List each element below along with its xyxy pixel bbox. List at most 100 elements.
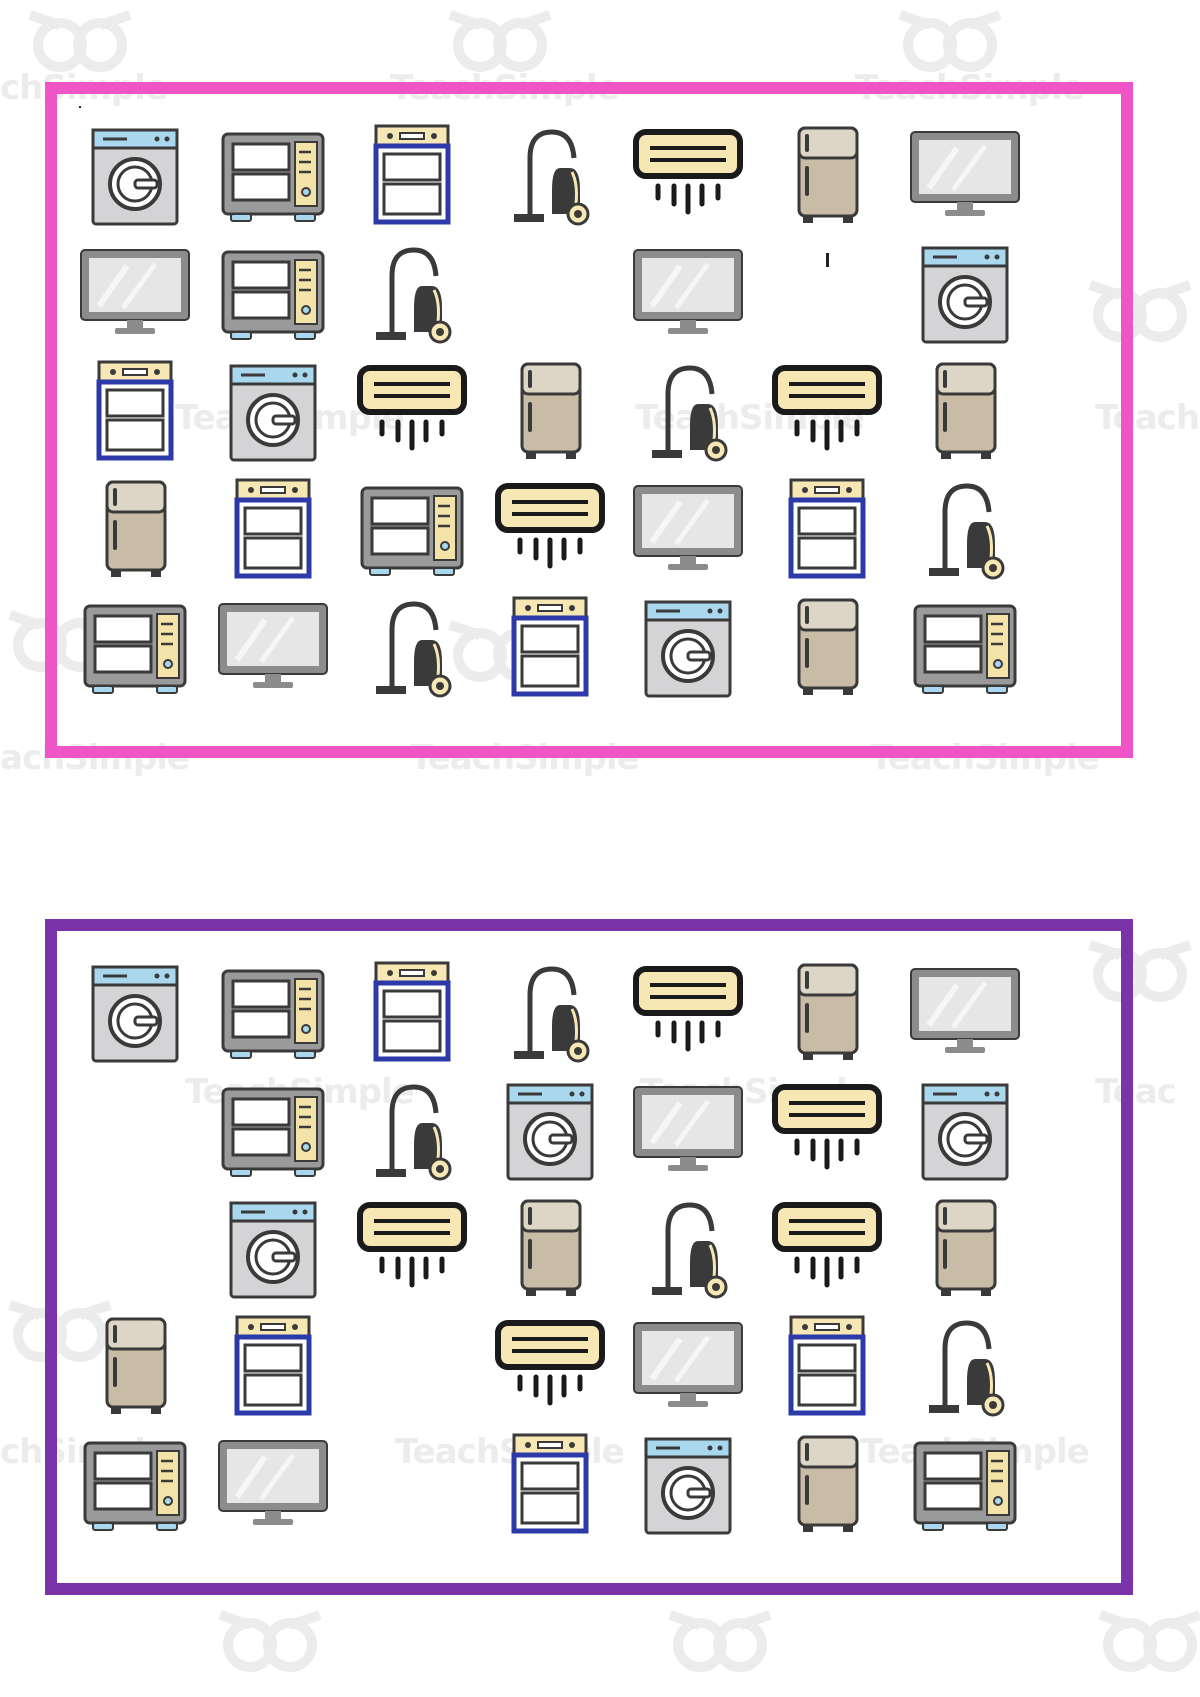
microwave-icon-graphic — [221, 969, 325, 1059]
microwave-icon — [75, 1427, 195, 1537]
television-icon — [905, 955, 1025, 1065]
refrigerator-icon-graphic — [105, 1317, 167, 1414]
washing-machine-icon — [905, 1073, 1025, 1183]
refrigerator-icon-graphic — [520, 1199, 582, 1296]
microwave-icon — [213, 1073, 333, 1183]
vacuum-cleaner-icon-graphic — [376, 601, 452, 698]
oven-icon — [767, 472, 887, 582]
air-conditioner-icon — [352, 1191, 472, 1301]
television-icon — [628, 236, 748, 346]
washing-machine-icon-graphic — [229, 1201, 317, 1299]
microwave-icon-graphic — [221, 1087, 325, 1177]
television-icon-graphic — [910, 968, 1020, 1053]
refrigerator-icon — [767, 1427, 887, 1537]
microwave-icon-graphic — [83, 1441, 187, 1531]
vacuum-cleaner-icon-graphic — [929, 1320, 1005, 1417]
owl-watermark-icon — [1098, 1610, 1200, 1672]
oven-icon-graphic — [788, 1315, 866, 1416]
television-icon-graphic — [633, 485, 743, 570]
vacuum-cleaner-icon — [352, 590, 472, 700]
television-icon — [628, 1073, 748, 1183]
washing-machine-icon — [628, 1427, 748, 1537]
air-conditioner-icon — [352, 354, 472, 464]
microwave-icon-graphic — [913, 1441, 1017, 1531]
microwave-icon — [905, 590, 1025, 700]
television-icon-graphic — [218, 1440, 328, 1525]
refrigerator-icon-graphic — [797, 1435, 859, 1532]
microwave-icon — [352, 472, 472, 582]
washing-machine-icon-graphic — [644, 600, 732, 698]
refrigerator-icon-graphic — [935, 1199, 997, 1296]
television-icon — [905, 118, 1025, 228]
television-icon-graphic — [80, 249, 190, 334]
air-conditioner-icon-graphic — [772, 1084, 882, 1170]
air-conditioner-icon — [767, 354, 887, 464]
television-icon — [628, 1309, 748, 1419]
owl-watermark-icon — [28, 10, 132, 72]
vacuum-cleaner-icon — [905, 1309, 1025, 1419]
microwave-icon — [213, 955, 333, 1065]
refrigerator-icon — [767, 118, 887, 228]
refrigerator-icon-graphic — [797, 126, 859, 223]
television-icon — [213, 1427, 333, 1537]
oven-icon — [352, 955, 472, 1065]
microwave-icon — [905, 1427, 1025, 1537]
washing-machine-icon-graphic — [921, 1083, 1009, 1181]
air-conditioner-icon — [767, 1191, 887, 1301]
vacuum-cleaner-icon — [628, 1191, 748, 1301]
refrigerator-icon-graphic — [935, 362, 997, 459]
television-icon — [75, 236, 195, 346]
television-icon-graphic — [633, 249, 743, 334]
microwave-icon-graphic — [913, 604, 1017, 694]
air-conditioner-icon-graphic — [495, 1320, 605, 1406]
washing-machine-icon-graphic — [91, 965, 179, 1063]
air-conditioner-icon — [490, 1309, 610, 1419]
television-icon-graphic — [633, 1086, 743, 1171]
air-conditioner-icon-graphic — [357, 1202, 467, 1288]
owl-watermark-icon — [898, 10, 1002, 72]
oven-icon — [213, 1309, 333, 1419]
microwave-icon-graphic — [221, 250, 325, 340]
refrigerator-icon-graphic — [797, 963, 859, 1060]
oven-icon-graphic — [234, 478, 312, 579]
washing-machine-icon — [75, 955, 195, 1065]
washing-machine-icon-graphic — [506, 1083, 594, 1181]
refrigerator-icon — [905, 354, 1025, 464]
air-conditioner-icon-graphic — [357, 365, 467, 451]
vacuum-cleaner-icon-graphic — [514, 966, 590, 1063]
microwave-icon-graphic — [83, 604, 187, 694]
washing-machine-icon-graphic — [644, 1437, 732, 1535]
stray-mark — [79, 106, 81, 108]
air-conditioner-icon-graphic — [772, 1202, 882, 1288]
owl-watermark-icon — [448, 10, 552, 72]
oven-icon-graphic — [511, 596, 589, 697]
vacuum-cleaner-icon — [628, 354, 748, 464]
air-conditioner-icon-graphic — [633, 966, 743, 1052]
vacuum-cleaner-icon-graphic — [652, 365, 728, 462]
vacuum-cleaner-icon-graphic — [376, 247, 452, 344]
television-icon — [628, 472, 748, 582]
refrigerator-icon-graphic — [105, 480, 167, 577]
microwave-icon — [75, 590, 195, 700]
washing-machine-icon — [905, 236, 1025, 346]
oven-icon — [767, 1309, 887, 1419]
microwave-icon-graphic — [221, 132, 325, 222]
vacuum-cleaner-icon — [352, 1073, 472, 1183]
air-conditioner-icon-graphic — [495, 483, 605, 569]
washing-machine-icon — [213, 1191, 333, 1301]
vacuum-cleaner-icon-graphic — [514, 129, 590, 226]
vacuum-cleaner-icon — [905, 472, 1025, 582]
oven-icon — [75, 354, 195, 464]
washing-machine-icon-graphic — [921, 246, 1009, 344]
owl-watermark-icon — [218, 1610, 322, 1672]
oven-icon-graphic — [373, 124, 451, 225]
refrigerator-icon — [767, 590, 887, 700]
air-conditioner-icon — [628, 118, 748, 228]
television-icon — [213, 590, 333, 700]
vacuum-cleaner-icon-graphic — [376, 1084, 452, 1181]
vacuum-cleaner-icon-graphic — [652, 1202, 728, 1299]
vacuum-cleaner-icon — [490, 955, 610, 1065]
refrigerator-icon — [905, 1191, 1025, 1301]
refrigerator-icon — [490, 354, 610, 464]
oven-icon — [490, 590, 610, 700]
